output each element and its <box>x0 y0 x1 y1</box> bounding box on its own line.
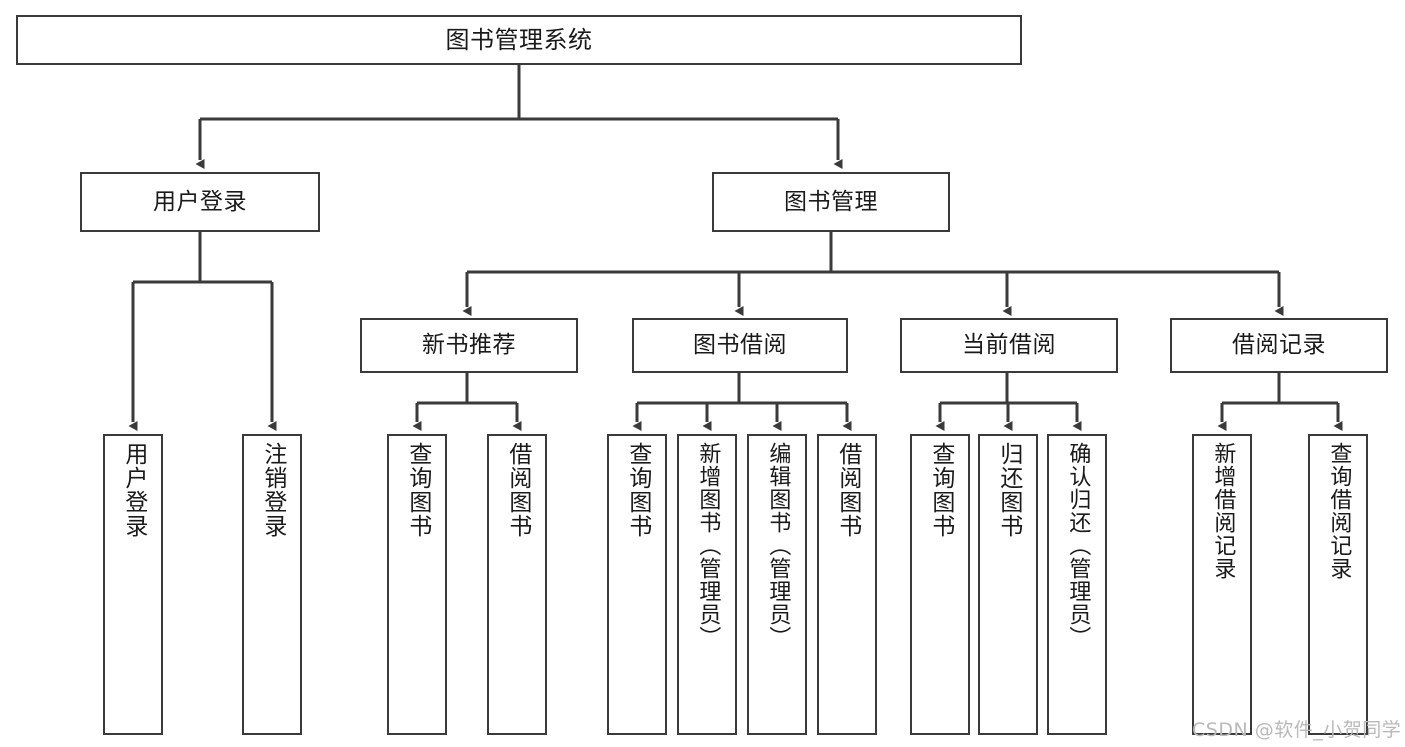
node-leaf-edit-book[interactable]: 编辑图书（管理员） <box>747 434 807 735</box>
node-root-label: 图书管理系统 <box>445 26 593 54</box>
node-current-borrow-label: 当前借阅 <box>962 332 1056 359</box>
node-leaf-user-logout[interactable]: 注销登录 <box>242 434 302 735</box>
node-book-borrow-label: 图书借阅 <box>693 332 787 359</box>
node-leaf-borrow-book-1[interactable]: 借阅图书 <box>487 434 547 735</box>
node-new-book-rec-label: 新书推荐 <box>422 332 516 359</box>
node-leaf-query-book-3-label: 查询图书 <box>927 442 954 538</box>
node-new-book-rec[interactable]: 新书推荐 <box>360 318 578 373</box>
node-leaf-query-book-2[interactable]: 查询图书 <box>607 434 667 735</box>
node-book-manage-label: 图书管理 <box>784 188 878 215</box>
node-leaf-borrow-book-1-label: 借阅图书 <box>504 442 531 538</box>
node-leaf-user-login[interactable]: 用户登录 <box>103 434 163 735</box>
node-user-login-label: 用户登录 <box>153 188 247 215</box>
node-current-borrow[interactable]: 当前借阅 <box>900 318 1118 373</box>
node-leaf-add-book[interactable]: 新增图书（管理员） <box>677 434 737 735</box>
node-leaf-query-record[interactable]: 查询借阅记录 <box>1308 434 1368 735</box>
node-leaf-query-book-2-label: 查询图书 <box>624 442 651 538</box>
watermark-text: CSDN @软件_小贺同学 <box>1192 719 1402 741</box>
node-leaf-add-record-label: 新增借阅记录 <box>1210 442 1236 580</box>
node-leaf-add-book-label: 新增图书（管理员） <box>695 442 721 649</box>
node-leaf-confirm-return-label: 确认归还（管理员） <box>1065 442 1091 649</box>
node-root[interactable]: 图书管理系统 <box>16 15 1022 65</box>
node-leaf-user-logout-label: 注销登录 <box>259 442 286 538</box>
node-borrow-record-label: 借阅记录 <box>1232 332 1326 359</box>
node-leaf-query-book-1[interactable]: 查询图书 <box>387 434 447 735</box>
node-leaf-add-record[interactable]: 新增借阅记录 <box>1192 434 1252 735</box>
node-leaf-query-book-3[interactable]: 查询图书 <box>910 434 970 735</box>
node-borrow-record[interactable]: 借阅记录 <box>1170 318 1388 373</box>
node-leaf-query-record-label: 查询借阅记录 <box>1326 442 1352 580</box>
node-leaf-edit-book-label: 编辑图书（管理员） <box>765 442 791 649</box>
node-leaf-borrow-book-2[interactable]: 借阅图书 <box>817 434 877 735</box>
node-leaf-confirm-return[interactable]: 确认归还（管理员） <box>1047 434 1107 735</box>
node-leaf-return-book[interactable]: 归还图书 <box>978 434 1038 735</box>
node-leaf-user-login-label: 用户登录 <box>120 442 147 538</box>
node-book-borrow[interactable]: 图书借阅 <box>632 318 848 373</box>
node-book-manage[interactable]: 图书管理 <box>712 172 950 232</box>
node-user-login[interactable]: 用户登录 <box>80 172 320 232</box>
node-leaf-return-book-label: 归还图书 <box>995 442 1022 538</box>
node-leaf-borrow-book-2-label: 借阅图书 <box>834 442 861 538</box>
node-leaf-query-book-1-label: 查询图书 <box>404 442 431 538</box>
